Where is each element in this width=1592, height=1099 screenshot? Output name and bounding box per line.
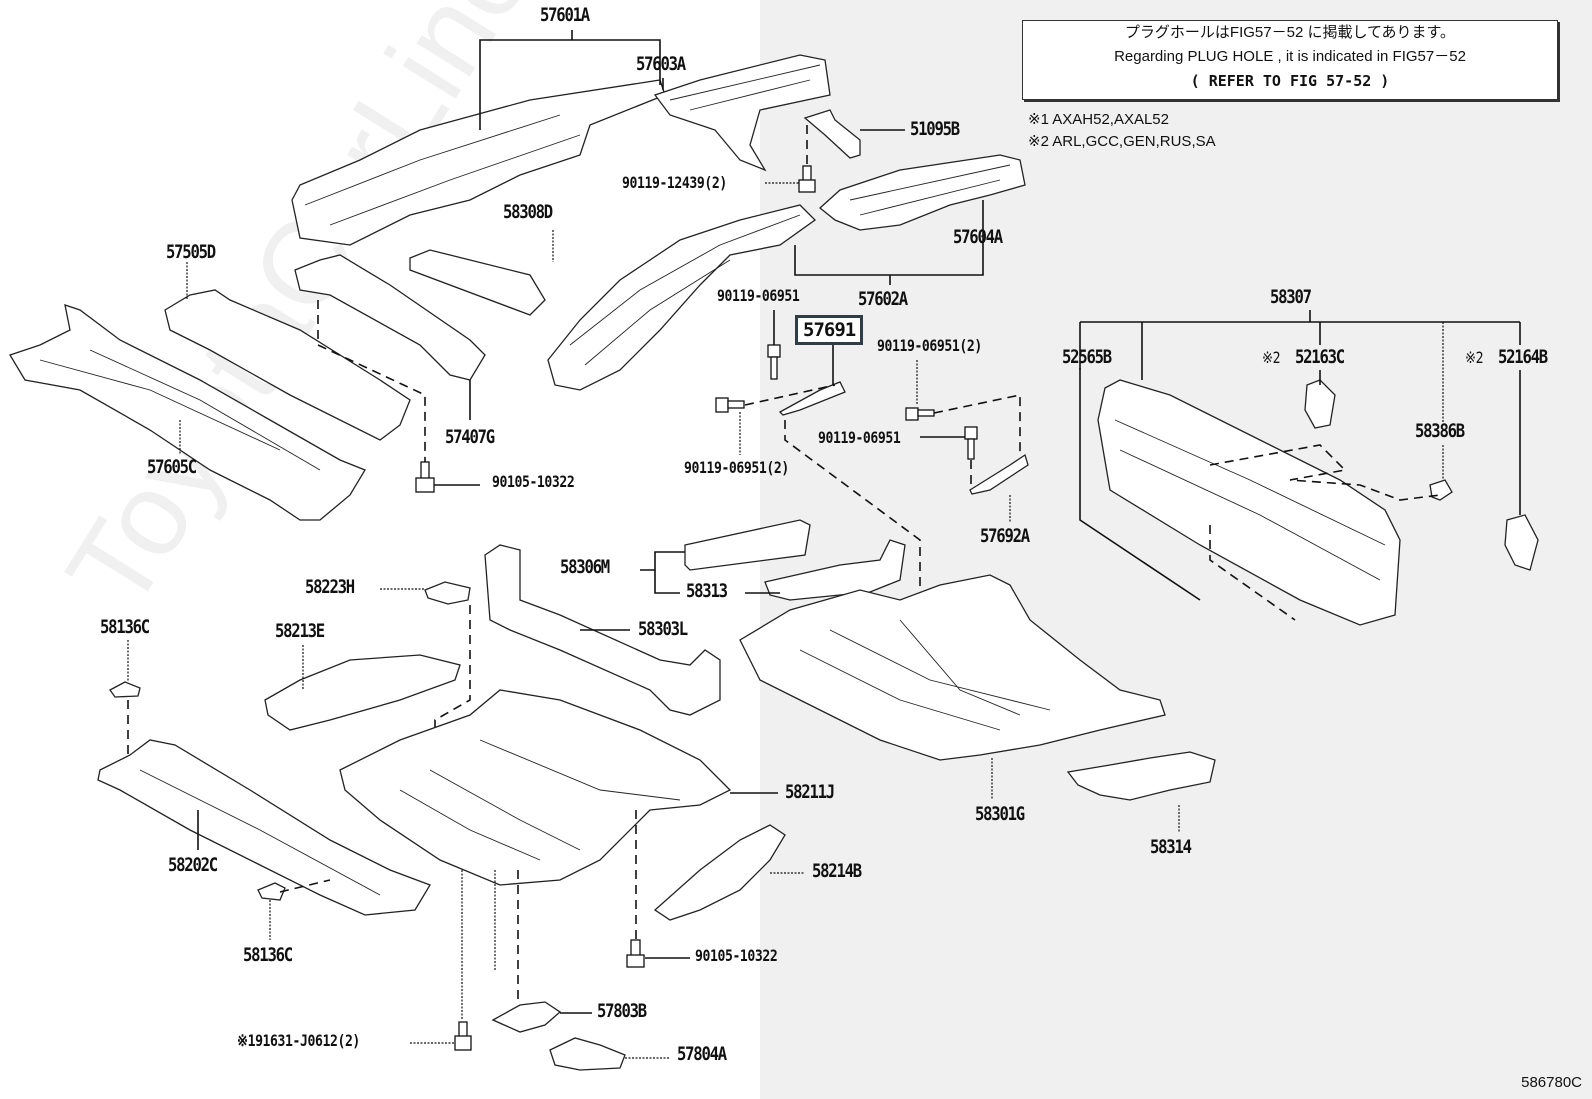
part-label-57505D[interactable]: 57505D [166,241,216,263]
part-label-58307[interactable]: 58307 [1270,286,1312,308]
leader-57601A [479,39,661,130]
bolt-191631-J0612-drawing [410,1021,472,1051]
part-57505D-drawing [164,289,411,441]
part-58303L-drawing [484,544,721,716]
part-label-57601A[interactable]: 57601A [540,4,590,26]
part-label-58306M[interactable]: 58306M [560,556,610,578]
figure-id: 586780C [1521,1074,1582,1091]
part-label-57603A[interactable]: 57603A [636,53,686,75]
footnote-1: ※1 AXAH52,AXAL52 [1028,111,1169,128]
part-57407G-drawing [294,254,486,381]
part-57803B-drawing [491,1001,562,1033]
part-label-58223H[interactable]: 58223H [305,576,355,598]
variant-mark-52164B: ※2 [1465,348,1484,367]
part-58213E-drawing [264,654,461,731]
part-58202C-drawing [97,739,431,916]
part-58313-drawing [764,539,906,601]
part-57692A-drawing [905,394,1029,495]
part-58307-drawing [1079,310,1539,626]
part-57602A-drawing [547,204,817,391]
floor-fastener-guides [461,810,637,1020]
part-58136C-bot-drawing [257,882,286,901]
part-57804A-drawing [549,1037,626,1071]
variant-mark-52163C: ※2 [1262,348,1281,367]
bolt-90119-12439-drawing [798,125,816,193]
part-label-90119-06951-2b[interactable]: 90119-06951(2) [684,458,789,477]
part-label-57691-highlighted[interactable]: 57691 [795,315,864,345]
part-57601A-drawing [291,79,666,246]
bolt-90105-10322-b-drawing [626,939,690,968]
part-label-90119-12439[interactable]: 90119-12439(2) [622,173,727,192]
note-reference: ( REFER TO FIG 57-52 ) [1190,72,1390,90]
part-label-51095B[interactable]: 51095B [910,118,960,140]
part-label-58386B[interactable]: 58386B [1415,420,1465,442]
part-57603A-drawing [653,54,831,172]
part-label-58202C[interactable]: 58202C [168,854,218,876]
part-label-90119-06951-2a[interactable]: 90119-06951(2) [877,336,982,355]
part-label-58314[interactable]: 58314 [1150,836,1192,858]
part-label-57407G[interactable]: 57407G [445,426,495,448]
part-58301G-drawing [739,574,1166,800]
part-label-52163C[interactable]: 52163C [1295,346,1345,368]
part-label-58136C-bottom[interactable]: 58136C [243,944,293,966]
part-label-58211J[interactable]: 58211J [785,781,835,803]
part-label-58214B[interactable]: 58214B [812,860,862,882]
part-58223H-drawing [380,581,471,800]
part-label-52565B[interactable]: 52565B [1062,346,1112,368]
part-label-57604A[interactable]: 57604A [953,226,1003,248]
part-58308D-drawing [409,249,546,316]
part-58211J-drawing [339,689,778,886]
part-57604A-drawing [818,154,1026,231]
part-58214B-drawing [653,824,786,921]
part-label-90119-06951-mid[interactable]: 90119-06951 [818,428,901,447]
part-label-191631-J0612[interactable]: ※191631-J0612(2) [237,1031,360,1050]
leader-57604A [794,200,984,276]
part-58136C-top-drawing [109,681,141,698]
part-57605C-drawing [9,304,366,521]
note-japanese: プラグホールはFIG57－52 に掲載してあります。 [1124,24,1456,41]
bolt-90105-10322-a-drawing [317,300,480,493]
plug-hole-note-box: プラグホールはFIG57－52 に掲載してあります。 Regarding PLU… [1022,20,1558,100]
footnote-2: ※2 ARL,GCC,GEN,RUS,SA [1028,133,1216,150]
part-label-57692A[interactable]: 57692A [980,525,1030,547]
part-label-58136C-top[interactable]: 58136C [100,616,150,638]
part-label-58308D[interactable]: 58308D [503,201,553,223]
part-label-57605C[interactable]: 57605C [147,456,197,478]
part-58314-drawing [1066,751,1216,801]
part-label-57602A[interactable]: 57602A [858,288,908,310]
leader-58306M [640,551,685,571]
part-58306M-drawing [684,519,811,571]
part-label-57804A[interactable]: 57804A [677,1043,727,1065]
part-label-58313[interactable]: 58313 [686,580,728,602]
part-label-52164B[interactable]: 52164B [1498,346,1548,368]
part-label-90105-10322-a[interactable]: 90105-10322 [492,472,575,491]
part-label-90105-10322-b[interactable]: 90105-10322 [695,946,778,965]
part-label-58213E[interactable]: 58213E [275,620,325,642]
leader-58313 [654,570,680,594]
part-label-58301G[interactable]: 58301G [975,803,1025,825]
part-51095B-drawing [803,109,861,159]
part-57691-drawing [715,344,921,600]
part-label-57803B[interactable]: 57803B [597,1000,647,1022]
part-label-90119-06951-top[interactable]: 90119-06951 [717,286,800,305]
part-label-58303L[interactable]: 58303L [638,618,688,640]
note-english: Regarding PLUG HOLE , it is indicated in… [1114,48,1466,65]
